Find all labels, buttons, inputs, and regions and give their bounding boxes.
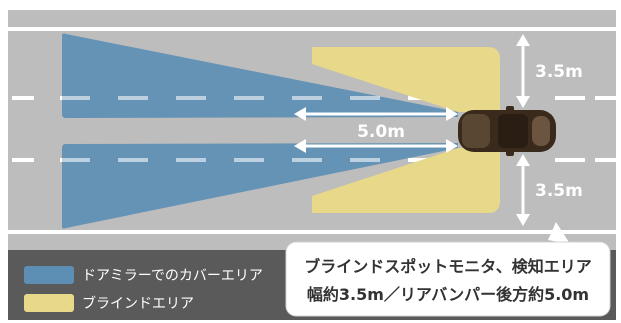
legend-swatch-blind — [24, 294, 74, 312]
detection-callout — [285, 222, 611, 317]
blind-area-lower — [312, 148, 500, 213]
mirror-coverage-lower — [62, 143, 458, 229]
lane-dashes-overlay — [60, 96, 380, 162]
blind-area-upper — [312, 47, 500, 112]
lower-lateral-arrow — [516, 154, 530, 226]
rear-distance-arrow — [294, 107, 458, 153]
upper-lateral-label: 3.5m — [535, 62, 583, 82]
callout-line-1: ブラインドスポットモニタ、検知エリア — [304, 257, 592, 276]
upper-lateral-arrow — [516, 34, 530, 108]
rear-distance-label: 5.0m — [357, 122, 405, 142]
car-icon — [458, 106, 556, 156]
lower-lateral-label: 3.5m — [535, 181, 583, 201]
road-edge-bottom — [8, 230, 616, 234]
road-edge-top — [8, 27, 616, 31]
callout-line-2: 幅約3.5m／リアバンパー後方約5.0m — [307, 285, 589, 304]
legend-swatch-mirror — [24, 266, 74, 284]
legend-label-blind: ブラインドエリア — [82, 295, 194, 312]
legend-label-mirror: ドアミラーでのカバーエリア — [82, 268, 263, 284]
